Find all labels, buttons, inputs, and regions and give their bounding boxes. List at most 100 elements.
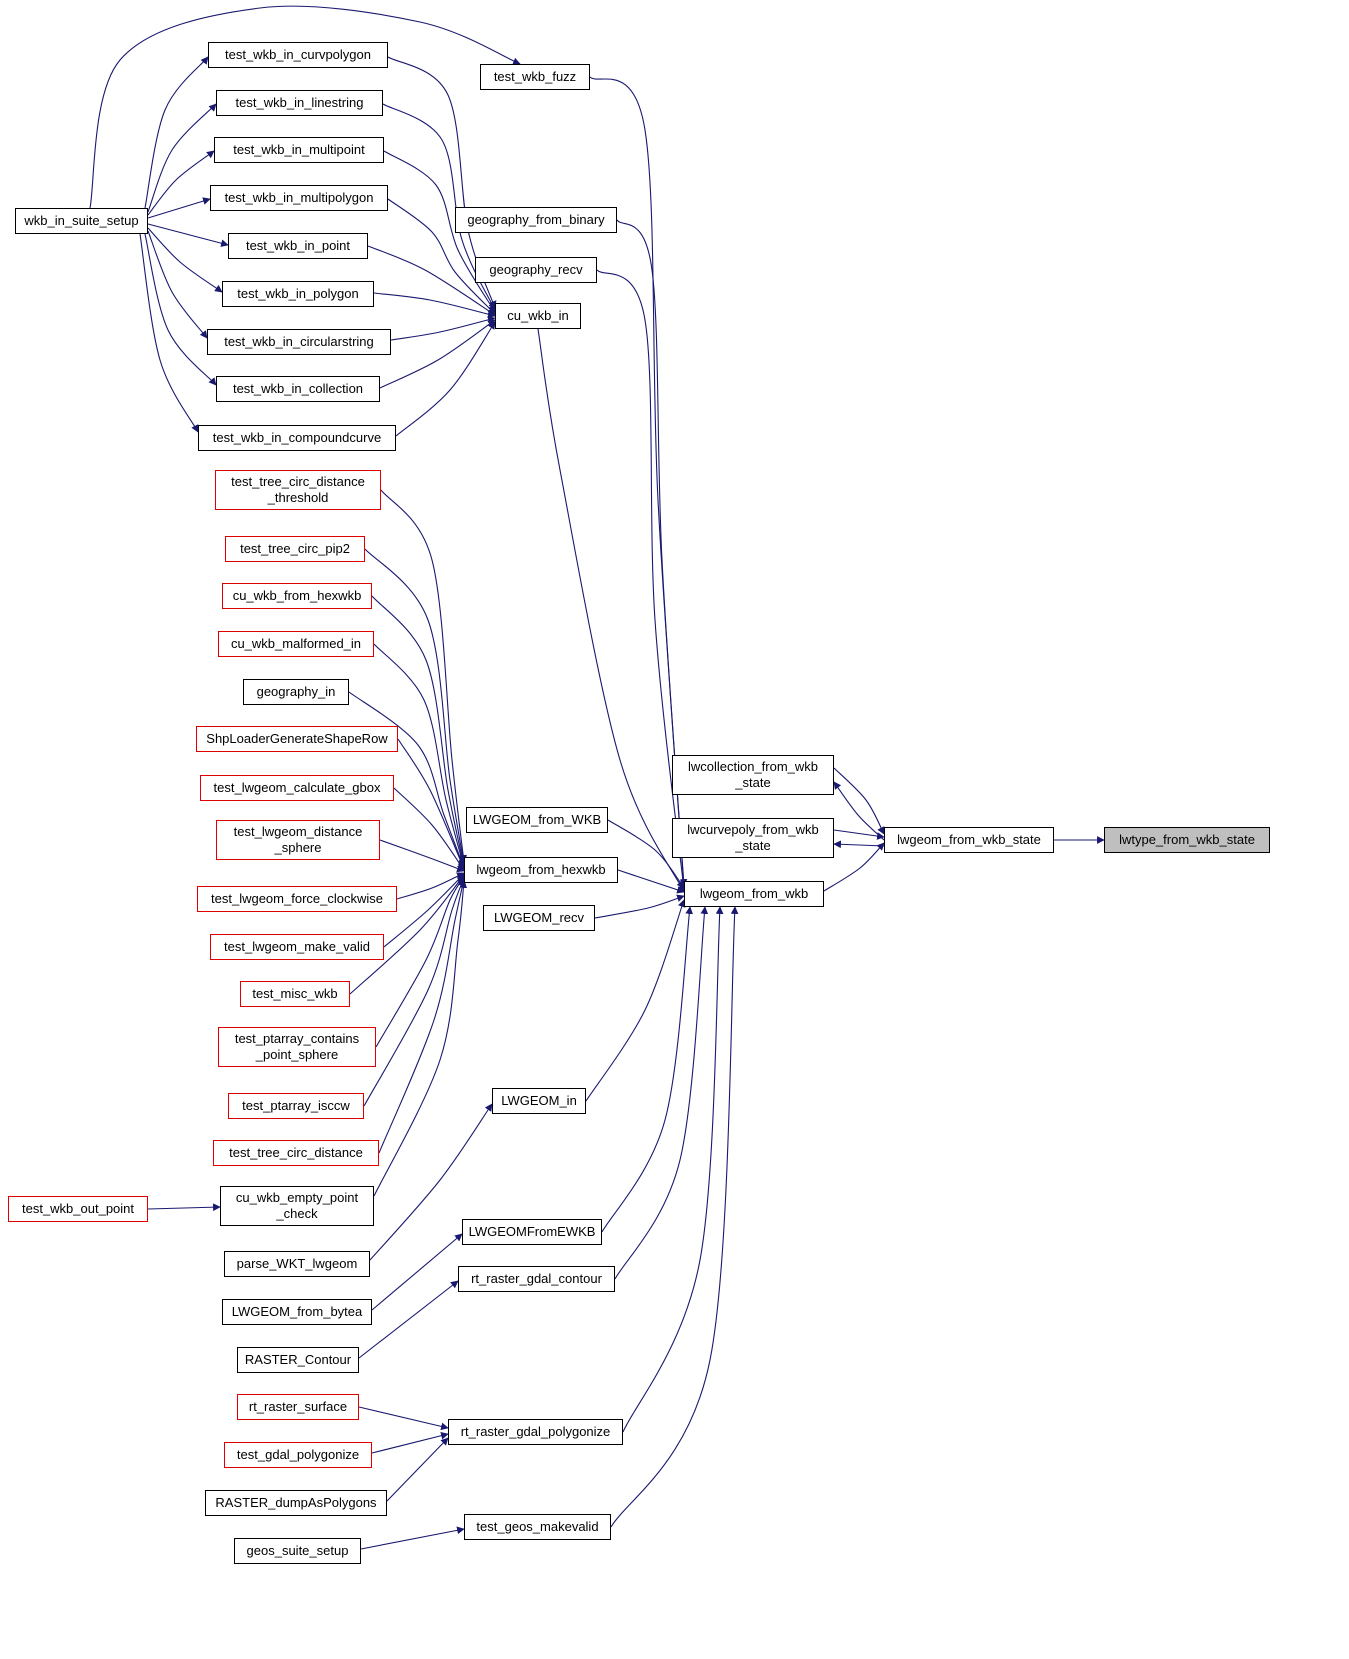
node-label: test_wkb_in_compoundcurve [212, 430, 382, 445]
edge-geography_in--lwgeom_from_hexwkb [348, 691, 466, 869]
edge-cu_wkb_in--lwgeom_from_wkb [537, 328, 685, 893]
edge-lwgeom_from_hexwkb--lwgeom_from_wkb [617, 869, 685, 894]
edge-lwgeom_from_wkb_state--lwcurvepoly_from_wkb_state [833, 840, 885, 849]
node-test_lwgeom_force_clockwise[interactable]: test_lwgeom_force_clockwise [197, 886, 397, 912]
node-RASTER_dumpAsPolygons[interactable]: RASTER_dumpAsPolygons [205, 1490, 387, 1516]
node-lwgeom_from_wkb_state[interactable]: lwgeom_from_wkb_state [884, 827, 1054, 853]
node-label: LWGEOM_from_WKB [472, 812, 602, 827]
node-label: geography_from_binary [467, 212, 605, 227]
edge-test_tree_circ_distance_threshold--lwgeom_from_hexwkb [380, 489, 468, 863]
node-label: rt_raster_gdal_contour [471, 1271, 602, 1286]
edge-test_wkb_in_collection--cu_wkb_in [379, 319, 496, 389]
node-label: ShpLoaderGenerateShapeRow [206, 731, 388, 746]
node-LWGEOM_from_bytea[interactable]: LWGEOM_from_bytea [222, 1299, 372, 1325]
node-lwcurvepoly_from_wkb_state[interactable]: lwcurvepoly_from_wkb_state [672, 818, 834, 858]
edge-lwgeom_from_wkb--lwgeom_from_wkb_state [823, 842, 885, 892]
node-label: test_wkb_in_multipoint [233, 142, 365, 157]
node-LWGEOM_in[interactable]: LWGEOM_in [492, 1088, 586, 1114]
edge-test_wkb_out_point--cu_wkb_empty_point_check [147, 1203, 221, 1212]
node-test_tree_circ_distance[interactable]: test_tree_circ_distance [213, 1140, 379, 1166]
edge-ShpLoaderGenerateShapeRow--lwgeom_from_hexwkb [397, 738, 465, 870]
node-test_wkb_in_polygon[interactable]: test_wkb_in_polygon [222, 281, 374, 307]
node-test_wkb_fuzz[interactable]: test_wkb_fuzz [480, 64, 590, 90]
node-label: test_wkb_in_polygon [237, 286, 359, 301]
node-lwtype_from_wkb_state: lwtype_from_wkb_state [1104, 827, 1270, 853]
node-test_tree_circ_distance_threshold[interactable]: test_tree_circ_distance_threshold [215, 470, 381, 510]
edge-rt_raster_gdal_contour--lwgeom_from_wkb [614, 906, 709, 1280]
node-parse_WKT_lwgeom[interactable]: parse_WKT_lwgeom [224, 1251, 370, 1277]
node-geography_recv[interactable]: geography_recv [475, 257, 597, 283]
edge-wkb_in_suite_setup--test_wkb_in_curvpolygon [144, 56, 209, 209]
node-test_misc_wkb[interactable]: test_misc_wkb [240, 981, 350, 1007]
node-label: lwtype_from_wkb_state [1119, 832, 1255, 847]
node-label: RASTER_dumpAsPolygons [215, 1495, 377, 1510]
node-label: lwgeom_from_wkb_state [897, 832, 1041, 847]
node-test_wkb_in_compoundcurve[interactable]: test_wkb_in_compoundcurve [198, 425, 396, 451]
node-test_ptarray_contains_point_sphere[interactable]: test_ptarray_contains_point_sphere [218, 1027, 376, 1067]
node-label: lwcurvepoly_from_wkb [687, 822, 819, 837]
node-test_lwgeom_make_valid[interactable]: test_lwgeom_make_valid [210, 934, 384, 960]
node-label: LWGEOM_in [501, 1093, 577, 1108]
node-test_wkb_in_point[interactable]: test_wkb_in_point [228, 233, 368, 259]
edge-lwcurvepoly_from_wkb_state--lwgeom_from_wkb_state [833, 829, 885, 840]
node-label: test_wkb_fuzz [493, 69, 577, 84]
edge-test_wkb_in_multipolygon--cu_wkb_in [387, 198, 496, 315]
node-wkb_in_suite_setup[interactable]: wkb_in_suite_setup [15, 208, 148, 234]
edge-LWGEOM_from_WKB--lwgeom_from_wkb [607, 819, 685, 889]
node-geography_in[interactable]: geography_in [243, 679, 349, 705]
node-label: test_wkb_in_circularstring [224, 334, 374, 349]
node-RASTER_Contour[interactable]: RASTER_Contour [237, 1347, 359, 1373]
node-geography_from_binary[interactable]: geography_from_binary [455, 207, 617, 233]
node-label: lwgeom_from_wkb [699, 886, 809, 901]
node-cu_wkb_malformed_in[interactable]: cu_wkb_malformed_in [218, 631, 374, 657]
node-test_wkb_in_collection[interactable]: test_wkb_in_collection [216, 376, 380, 402]
edge-wkb_in_suite_setup--test_wkb_fuzz [89, 5, 521, 209]
edge-test_wkb_in_compoundcurve--cu_wkb_in [395, 321, 496, 437]
node-LWGEOMFromEWKB[interactable]: LWGEOMFromEWKB [462, 1219, 602, 1245]
node-lwgeom_from_wkb[interactable]: lwgeom_from_wkb [684, 881, 824, 907]
node-ShpLoaderGenerateShapeRow[interactable]: ShpLoaderGenerateShapeRow [196, 726, 398, 752]
node-lwcollection_from_wkb_state[interactable]: lwcollection_from_wkb_state [672, 755, 834, 795]
node-test_wkb_in_circularstring[interactable]: test_wkb_in_circularstring [207, 329, 391, 355]
node-cu_wkb_empty_point_check[interactable]: cu_wkb_empty_point_check [220, 1186, 374, 1226]
node-label: test_gdal_polygonize [236, 1447, 360, 1462]
edge-test_geos_makevalid--lwgeom_from_wkb [610, 906, 739, 1528]
edge-test_wkb_in_polygon--cu_wkb_in [373, 292, 496, 319]
edge-wkb_in_suite_setup--test_wkb_in_compoundcurve [139, 233, 199, 433]
node-label: _check [276, 1206, 318, 1221]
node-lwgeom_from_hexwkb[interactable]: lwgeom_from_hexwkb [464, 857, 618, 883]
node-cu_wkb_in[interactable]: cu_wkb_in [495, 303, 581, 329]
node-test_lwgeom_calculate_gbox[interactable]: test_lwgeom_calculate_gbox [200, 775, 394, 801]
edge-LWGEOM_from_bytea--LWGEOMFromEWKB [371, 1233, 463, 1311]
node-rt_raster_gdal_polygonize[interactable]: rt_raster_gdal_polygonize [448, 1419, 623, 1445]
node-test_tree_circ_pip2[interactable]: test_tree_circ_pip2 [225, 536, 365, 562]
node-rt_raster_surface[interactable]: rt_raster_surface [237, 1394, 359, 1420]
node-label: lwcollection_from_wkb [687, 759, 819, 774]
node-test_lwgeom_distance_sphere[interactable]: test_lwgeom_distance_sphere [216, 820, 380, 860]
node-test_wkb_out_point[interactable]: test_wkb_out_point [8, 1196, 148, 1222]
node-LWGEOM_from_WKB[interactable]: LWGEOM_from_WKB [466, 807, 608, 833]
node-rt_raster_gdal_contour[interactable]: rt_raster_gdal_contour [458, 1266, 615, 1292]
node-geos_suite_setup[interactable]: geos_suite_setup [234, 1538, 361, 1564]
node-label: test_lwgeom_distance [233, 824, 363, 839]
node-test_wkb_in_linestring[interactable]: test_wkb_in_linestring [216, 90, 383, 116]
edge-parse_WKT_lwgeom--LWGEOM_in [369, 1103, 493, 1261]
node-test_wkb_in_multipoint[interactable]: test_wkb_in_multipoint [214, 137, 384, 163]
node-test_ptarray_isccw[interactable]: test_ptarray_isccw [228, 1093, 364, 1119]
edge-LWGEOMFromEWKB--lwgeom_from_wkb [601, 906, 694, 1233]
node-label: test_lwgeom_make_valid [224, 939, 370, 954]
node-test_gdal_polygonize[interactable]: test_gdal_polygonize [224, 1442, 372, 1468]
node-LWGEOM_recv[interactable]: LWGEOM_recv [483, 905, 595, 931]
node-label: rt_raster_gdal_polygonize [460, 1424, 611, 1439]
node-label: _sphere [274, 840, 322, 855]
node-cu_wkb_from_hexwkb[interactable]: cu_wkb_from_hexwkb [222, 583, 372, 609]
edge-test_wkb_in_point--cu_wkb_in [367, 245, 496, 316]
node-label: _state [735, 775, 771, 790]
edge-test_lwgeom_calculate_gbox--lwgeom_from_hexwkb [393, 787, 465, 871]
node-test_geos_makevalid[interactable]: test_geos_makevalid [464, 1514, 611, 1540]
node-label: test_wkb_in_linestring [235, 95, 364, 110]
node-test_wkb_in_multipolygon[interactable]: test_wkb_in_multipolygon [210, 185, 388, 211]
node-test_wkb_in_curvpolygon[interactable]: test_wkb_in_curvpolygon [208, 42, 388, 68]
